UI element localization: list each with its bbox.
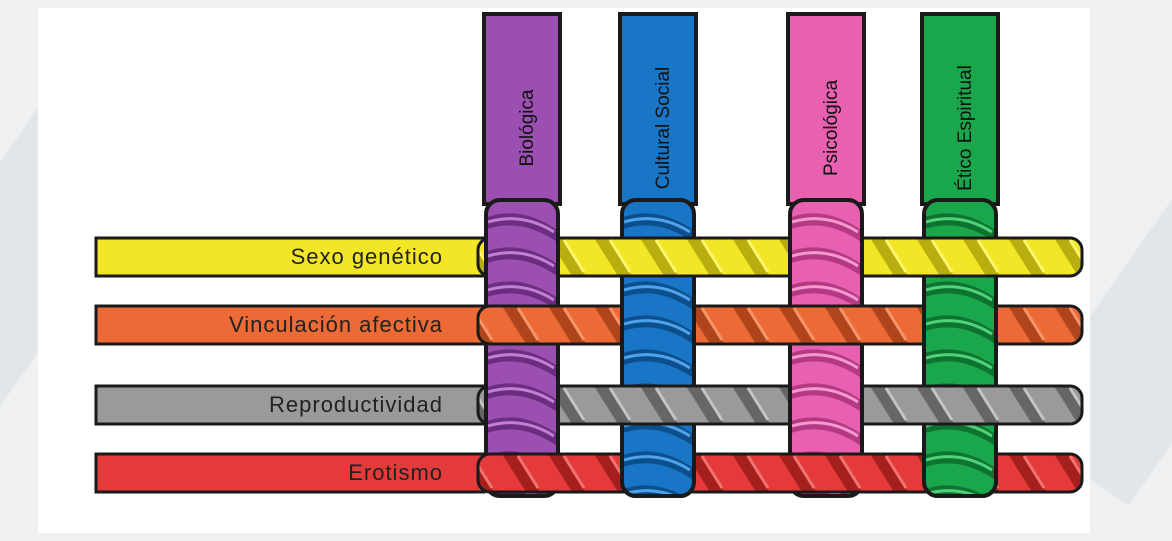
column-strand-biol-gica	[482, 12, 562, 206]
column-label: Cultural Social	[653, 67, 674, 190]
band-label: Sexo genético	[291, 244, 443, 269]
weave-crossing	[620, 448, 696, 498]
band-label: Erotismo	[348, 460, 443, 485]
column-strand-cultural-social	[618, 12, 698, 206]
band-rope-reproductividad	[476, 384, 1084, 426]
weave-crossing	[484, 380, 560, 430]
diagram-card: Biológica Cultural Social Psicológica Ético…	[38, 8, 1090, 533]
weave-crossing	[788, 380, 864, 430]
column-strand-psicol-gica	[786, 12, 866, 206]
band-strand-vinculaci-n-afectiva	[94, 304, 486, 346]
weave-crossing	[922, 300, 998, 350]
band-rope-sexo-gen-tico	[476, 236, 1084, 278]
band-label: Reproductividad	[269, 392, 443, 417]
band-label: Vinculación afectiva	[229, 312, 443, 337]
weave-crossing	[922, 448, 998, 498]
column-label: Ético Espiritual	[955, 65, 976, 191]
labels: Biológica Cultural Social Psicológica Ético…	[229, 65, 976, 485]
weave-crossing	[484, 232, 560, 282]
column-label: Psicológica	[821, 80, 842, 177]
column-label: Biológica	[517, 89, 538, 167]
column-strands-front	[484, 232, 998, 498]
band-strand-erotismo	[94, 452, 486, 494]
weave-crossing	[620, 300, 696, 350]
woven-strands-diagram: Biológica Cultural Social Psicológica Ético…	[94, 12, 1084, 498]
band-strand-sexo-gen-tico	[94, 236, 486, 278]
weave-crossing	[788, 232, 864, 282]
